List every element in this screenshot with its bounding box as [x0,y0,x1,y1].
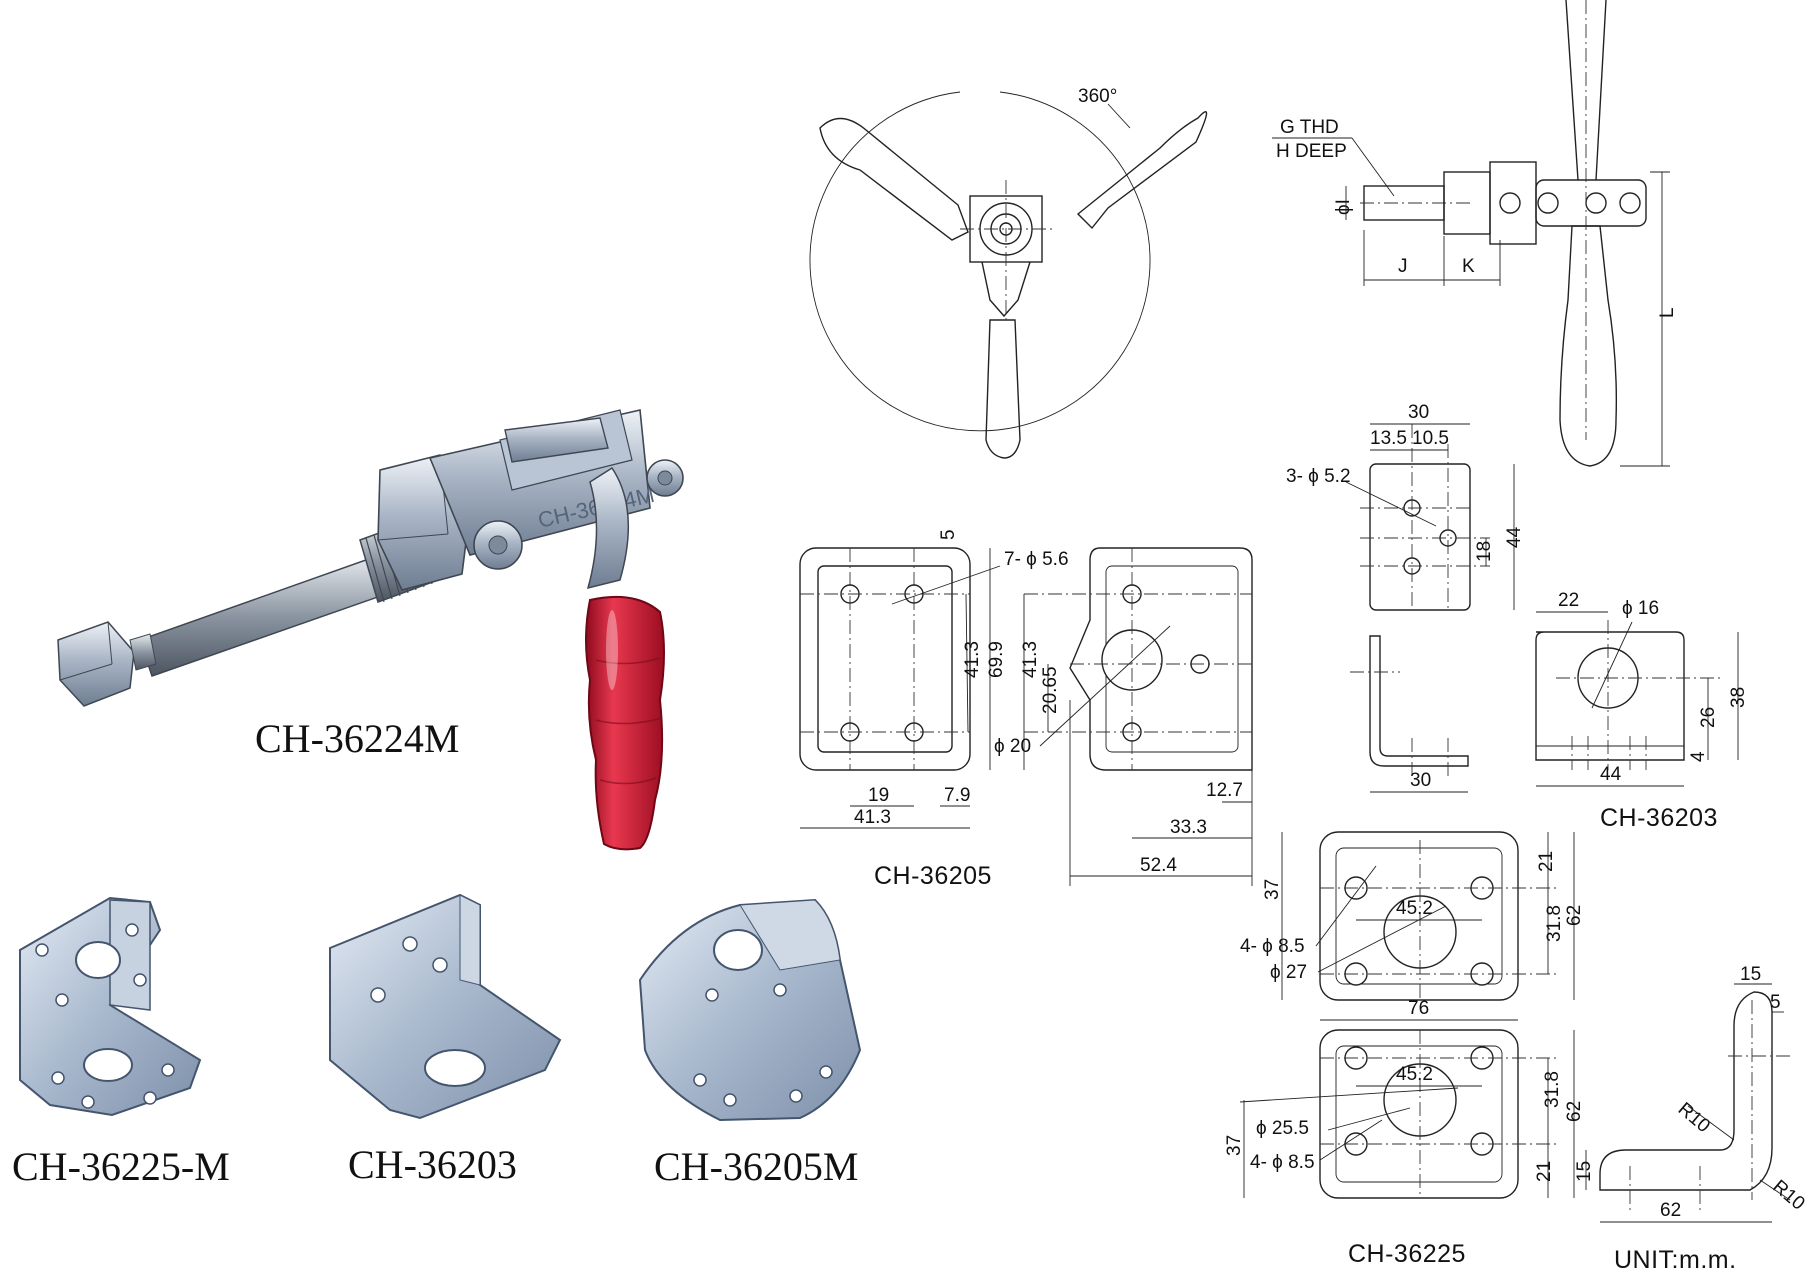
ch36205-dim-41-3-h: 41.3 [854,807,891,828]
ch36203-holes: 3- ϕ 5.2 [1286,466,1351,487]
ch36205-caption: CH-36205 [874,862,992,890]
ch36225-dim-15-b: 15 [1574,1161,1595,1182]
ch36203-dim-38: 38 [1728,687,1749,708]
ch36205-dim-41-3-v: 41.3 [962,641,983,678]
ch36225-dim-45-2-b: 45.2 [1396,1064,1433,1085]
ch36203-dim-13-5: 13.5 [1370,428,1407,449]
ch36225-dim-31-8-a: 31.8 [1544,905,1565,942]
ch36225-dim-21-b: 21 [1534,1161,1555,1182]
bracket-label-1: CH-36225-M [12,1144,230,1189]
ch36205-holes: 7- ϕ 5.6 [1004,549,1069,570]
ch36225-dim-31-8-b: 31.8 [1542,1071,1563,1108]
dim-j: J [1398,256,1408,277]
ch36205-dim-19: 19 [868,785,889,806]
ch36225-phi25-5: ϕ 25.5 [1256,1118,1309,1139]
drawing-ch36225: 45.2 37 21 31.8 62 4- ϕ 8.5 ϕ 27 76 45.2… [1224,831,1809,1268]
ch36225-r10-a: R10 [1674,1099,1714,1137]
bracket-photo-2: CH-36203 [329,893,562,1187]
ch36225-dim-62-c: 62 [1660,1200,1681,1221]
dim-k: K [1462,256,1475,277]
thread-label-2: H DEEP [1276,141,1347,162]
ch36203-dim-4: 4 [1688,751,1709,762]
ch36225-holes-a: 4- ϕ 8.5 [1240,936,1305,957]
ch36225-dim-37-a: 37 [1262,879,1283,900]
handle-top-view: 360° [809,86,1208,459]
ch36205-dim-52-4: 52.4 [1140,855,1177,876]
ch36203-dim-10-5: 10.5 [1412,428,1449,449]
clamp-label: CH-36224M [255,716,459,761]
ch36225-phi27: ϕ 27 [1270,962,1307,983]
ch36225-r10-b: R10 [1768,1176,1808,1214]
ch36225-dim-76: 76 [1408,998,1429,1019]
clamp-side-view: G THD H DEEP ϕI J K L [1272,0,1678,467]
ch36203-dim-26: 26 [1698,707,1719,728]
bracket-label-3: CH-36205M [654,1144,858,1189]
ch36225-dim-62-a: 62 [1564,905,1585,926]
dia-i-label: ϕI [1333,199,1354,215]
ch36225-dim-45-2-a: 45.2 [1396,898,1433,919]
ch36225-dim-15-a: 15 [1740,964,1761,985]
ch36225-dim-5: 5 [1770,992,1781,1013]
ch36203-dim-22: 22 [1558,590,1579,611]
ch36205-dim-5: 5 [938,529,959,540]
ch36203-dim-44-h: 44 [1600,764,1622,785]
ch36205-dim-33-3: 33.3 [1170,817,1207,838]
ch36203-dim-18: 18 [1474,541,1495,562]
ch36203-dim-44-v: 44 [1504,526,1525,548]
dim-l: L [1657,307,1678,318]
ch36203-phi16: ϕ 16 [1622,598,1659,619]
ch36205-dim-20-65: 20.65 [1040,666,1061,714]
ch36205-dim-12-7: 12.7 [1206,780,1243,801]
bracket-photo-3: CH-36205M [638,898,862,1189]
ch36203-dim-30-b: 30 [1410,770,1431,791]
bracket-photo-1: CH-36225-M [12,896,230,1189]
ch36225-dim-21-a: 21 [1536,851,1557,872]
thread-label-1: G THD [1280,117,1339,138]
ch36205-dim-7-9: 7.9 [944,785,970,806]
ch36203-dim-30: 30 [1408,402,1429,423]
ch36225-holes-b: 4- ϕ 8.5 [1250,1152,1315,1173]
bracket-label-2: CH-36203 [348,1142,517,1187]
unit-label: UNIT:m.m. [1614,1246,1737,1270]
drawing-ch36203: 30 13.5 10.5 3- ϕ 5.2 18 44 30 22 ϕ 16 2… [1286,402,1749,832]
ch36225-dim-37-b: 37 [1224,1135,1245,1156]
clamp-photo: CH-36224M CH-36224M [57,409,684,851]
ch36205-phi20: ϕ 20 [994,736,1031,757]
ch36203-caption: CH-36203 [1600,804,1718,832]
ch36205-dim-69-9: 69.9 [986,641,1007,678]
ch36205-dim-41-3-b: 41.3 [1020,641,1041,678]
drawing-ch36205: 5 7- ϕ 5.6 41.3 69.9 19 7.9 41.3 41.3 20… [799,529,1253,890]
ch36225-dim-62-b: 62 [1564,1101,1585,1122]
ch36225-caption: CH-36225 [1348,1240,1466,1268]
rotation-label: 360° [1078,86,1117,107]
